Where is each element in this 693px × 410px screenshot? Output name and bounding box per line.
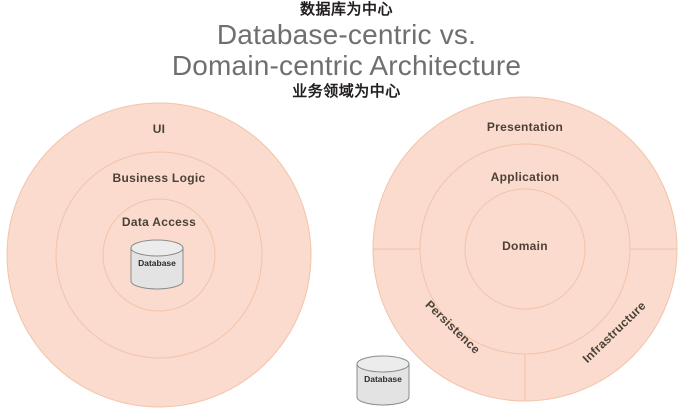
right-ring-middle-application [419,143,631,355]
left-database-cylinder: Database [130,239,184,290]
left-cylinder-label: Database [138,258,176,268]
left-cylinder-body [130,247,184,290]
left-cylinder-top [130,239,184,257]
right-cylinder-body [356,363,410,406]
right-database-cylinder: Database [356,355,410,406]
left-ring-outer-border [6,102,312,408]
left-label-business-logic: Business Logic [113,171,206,185]
right-cylinder-top [356,355,410,373]
right-ring-outer [373,97,677,401]
left-label-ui: UI [153,122,166,136]
right-cylinder-label: Database [364,374,402,384]
right-label-domain: Domain [502,239,548,253]
right-label-presentation: Presentation [487,120,563,134]
left-ring-inner-data-access [102,198,216,312]
right-label-application: Application [491,170,560,184]
right-ring-inner-domain [464,188,586,310]
right-circle-group: Presentation Application Domain Persiste… [356,96,678,406]
left-ring-middle-business-logic [55,151,263,359]
left-label-data-access: Data Access [122,215,196,229]
left-circle-group: UI Business Logic Data Access Database [6,102,312,408]
